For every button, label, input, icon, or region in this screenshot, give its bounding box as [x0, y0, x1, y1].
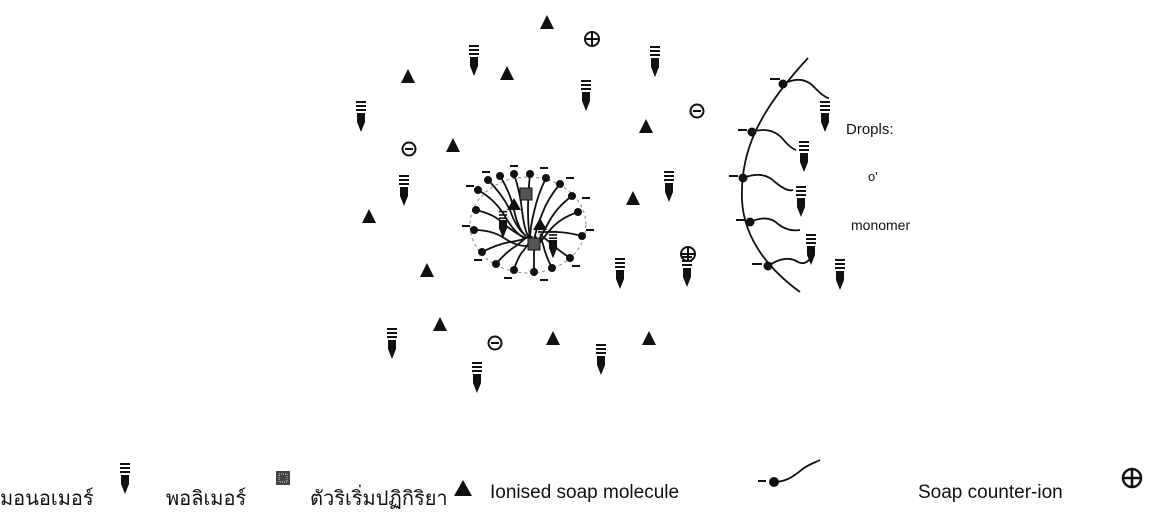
droplet-label-line2: o': [868, 169, 878, 184]
legend-monomer-label: มอนอเมอร์: [0, 482, 94, 514]
legend-initiator-label: ตัวริเริ่มปฏิกิริยา: [310, 482, 448, 514]
legend-ionised-soap-label: Ionised soap molecule: [490, 482, 679, 504]
triangle-icon: [453, 479, 473, 497]
legend: มอนอเมอร์ พอลิเมอร์ ตัวริเริ่มปฏิกิริยา …: [0, 468, 1150, 518]
circle-plus-icon: [1120, 466, 1144, 490]
counter-ions: [403, 32, 704, 350]
emulsion-polymerization-diagram: Dropls: o' monomer: [0, 0, 1150, 470]
monomer-icon: [118, 462, 132, 496]
droplet-label-line1: Dropls:: [846, 121, 894, 138]
legend-polymer-label: พอลิเมอร์: [166, 482, 246, 514]
droplet-label-line3: monomer: [851, 217, 910, 233]
legend-counter-ion-label: Soap counter-ion: [918, 482, 1063, 504]
polymer-micelle: [462, 166, 594, 280]
polymer-square-icon: [275, 470, 291, 486]
soap-molecule-icon: [756, 456, 822, 492]
